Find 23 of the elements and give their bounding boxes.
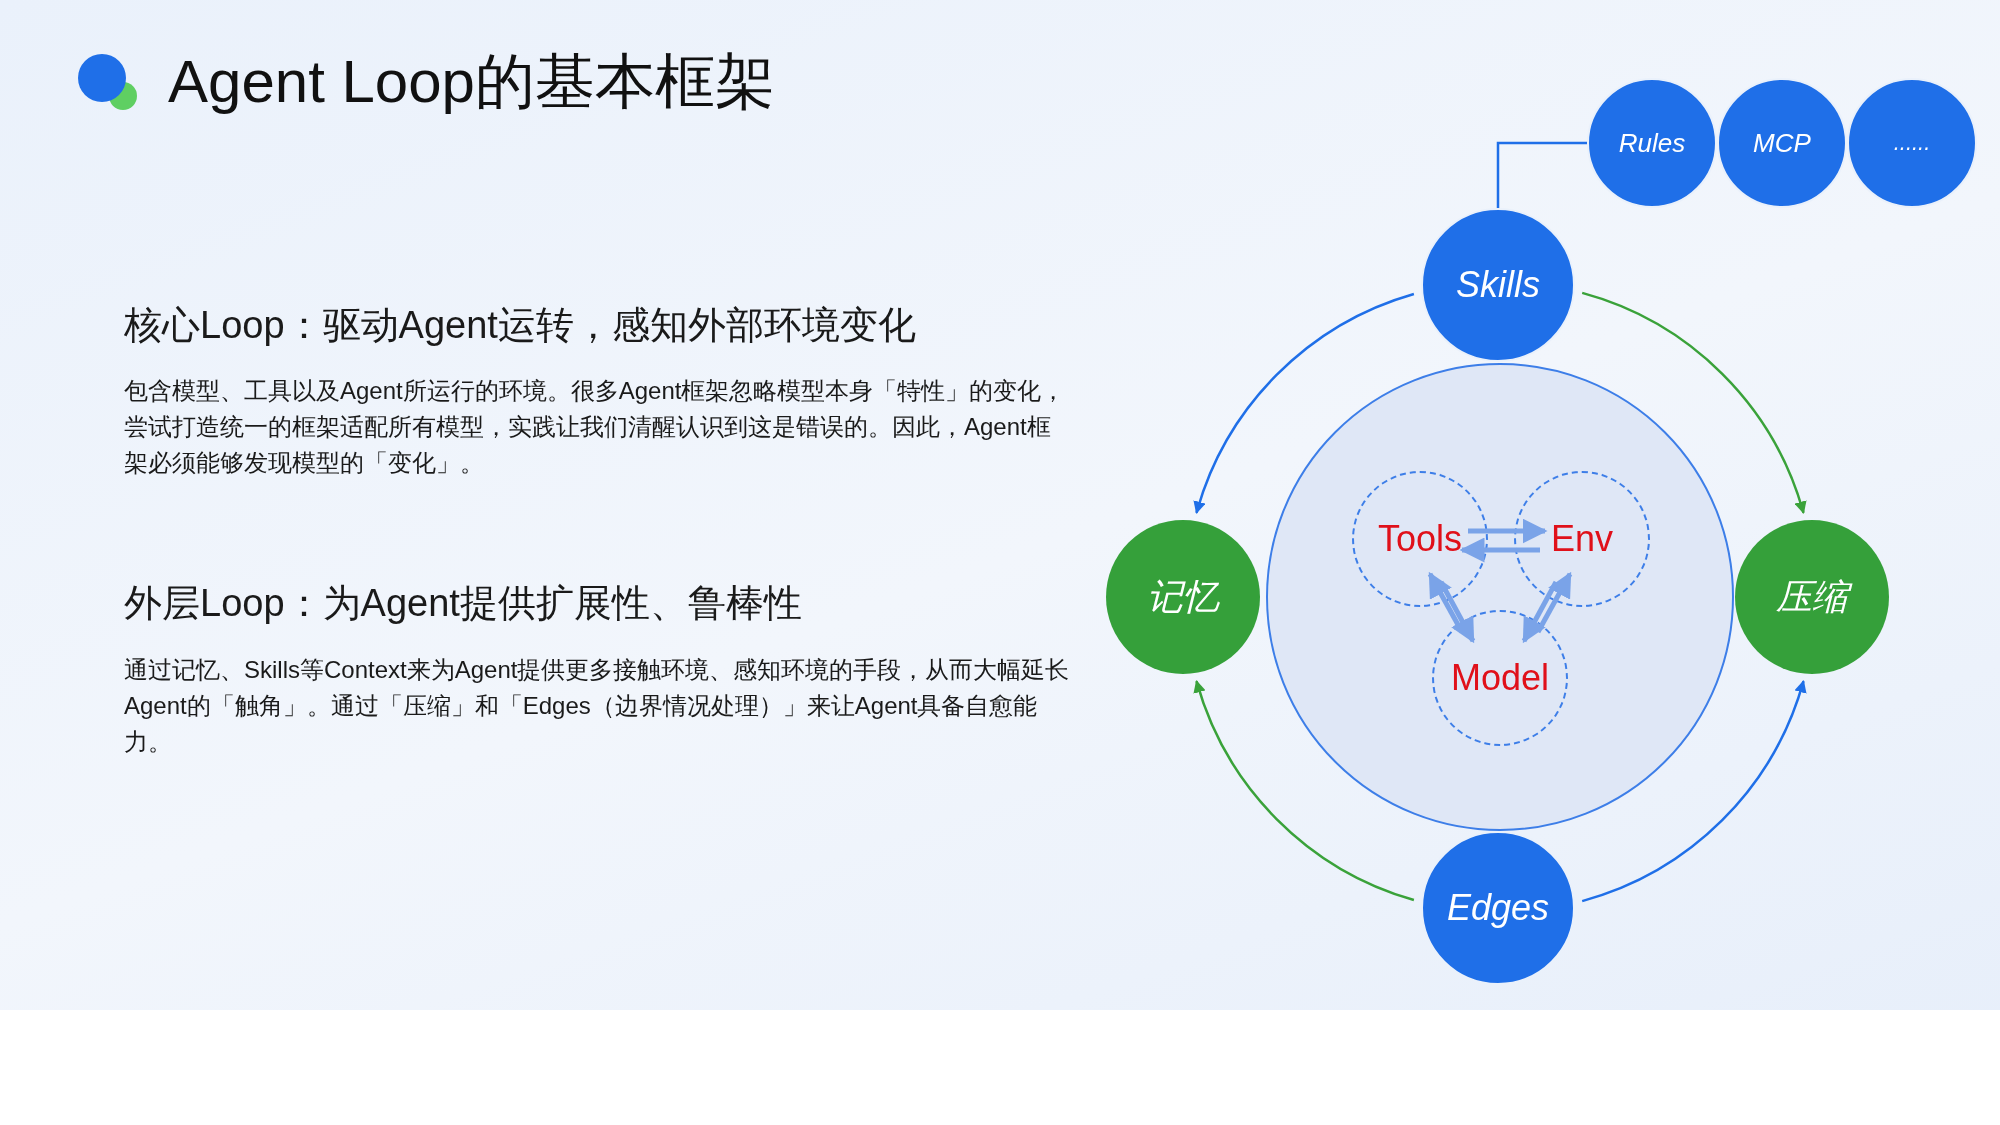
arrow	[1581, 680, 1806, 903]
heading: 核心Loop：驱动Agent运转，感知外部环境变化	[124, 303, 917, 348]
connector-line	[1496, 141, 1587, 208]
arrow	[1194, 292, 1415, 514]
arrow	[1468, 518, 1548, 544]
paragraph: 通过记忆、Skills等Context来为Agent提供更多接触环境、感知环境的手段，从而大幅延长Agent的「触角」。通过「压缩」和「Edges（边界情况处理）」来让Agent具备自愈能力。	[124, 655, 1071, 757]
title: Agent Loop的基本框架	[168, 47, 775, 117]
node-circle: 压缩	[1735, 520, 1889, 674]
node-circle: Edges	[1421, 831, 1575, 985]
node-circle: MCP	[1717, 78, 1847, 208]
arrow	[1194, 680, 1415, 902]
paragraph: 包含模型、工具以及Agent所运行的环境。很多Agent框架忽略模型本身「特性」的变化，尝试打造统一的框架适配所有模型，实践让我们清醒认识到这是错误的。因此，Agent框架必须能够发现模型的「变化」。	[124, 376, 1067, 478]
dashed-circle: Env	[1514, 471, 1650, 607]
node-circle: ......	[1847, 78, 1977, 208]
node-circle: Skills	[1421, 208, 1575, 362]
dashed-circle: Tools	[1352, 471, 1488, 607]
arrow	[1581, 291, 1806, 514]
node-circle: Rules	[1587, 78, 1717, 208]
dashed-circle: Model	[1432, 610, 1568, 746]
node-circle: 记忆	[1106, 520, 1260, 674]
arrow	[1459, 537, 1540, 563]
arrow	[1521, 580, 1559, 644]
heading: 外层Loop：为Agent提供扩展性、鲁棒性	[124, 581, 803, 626]
